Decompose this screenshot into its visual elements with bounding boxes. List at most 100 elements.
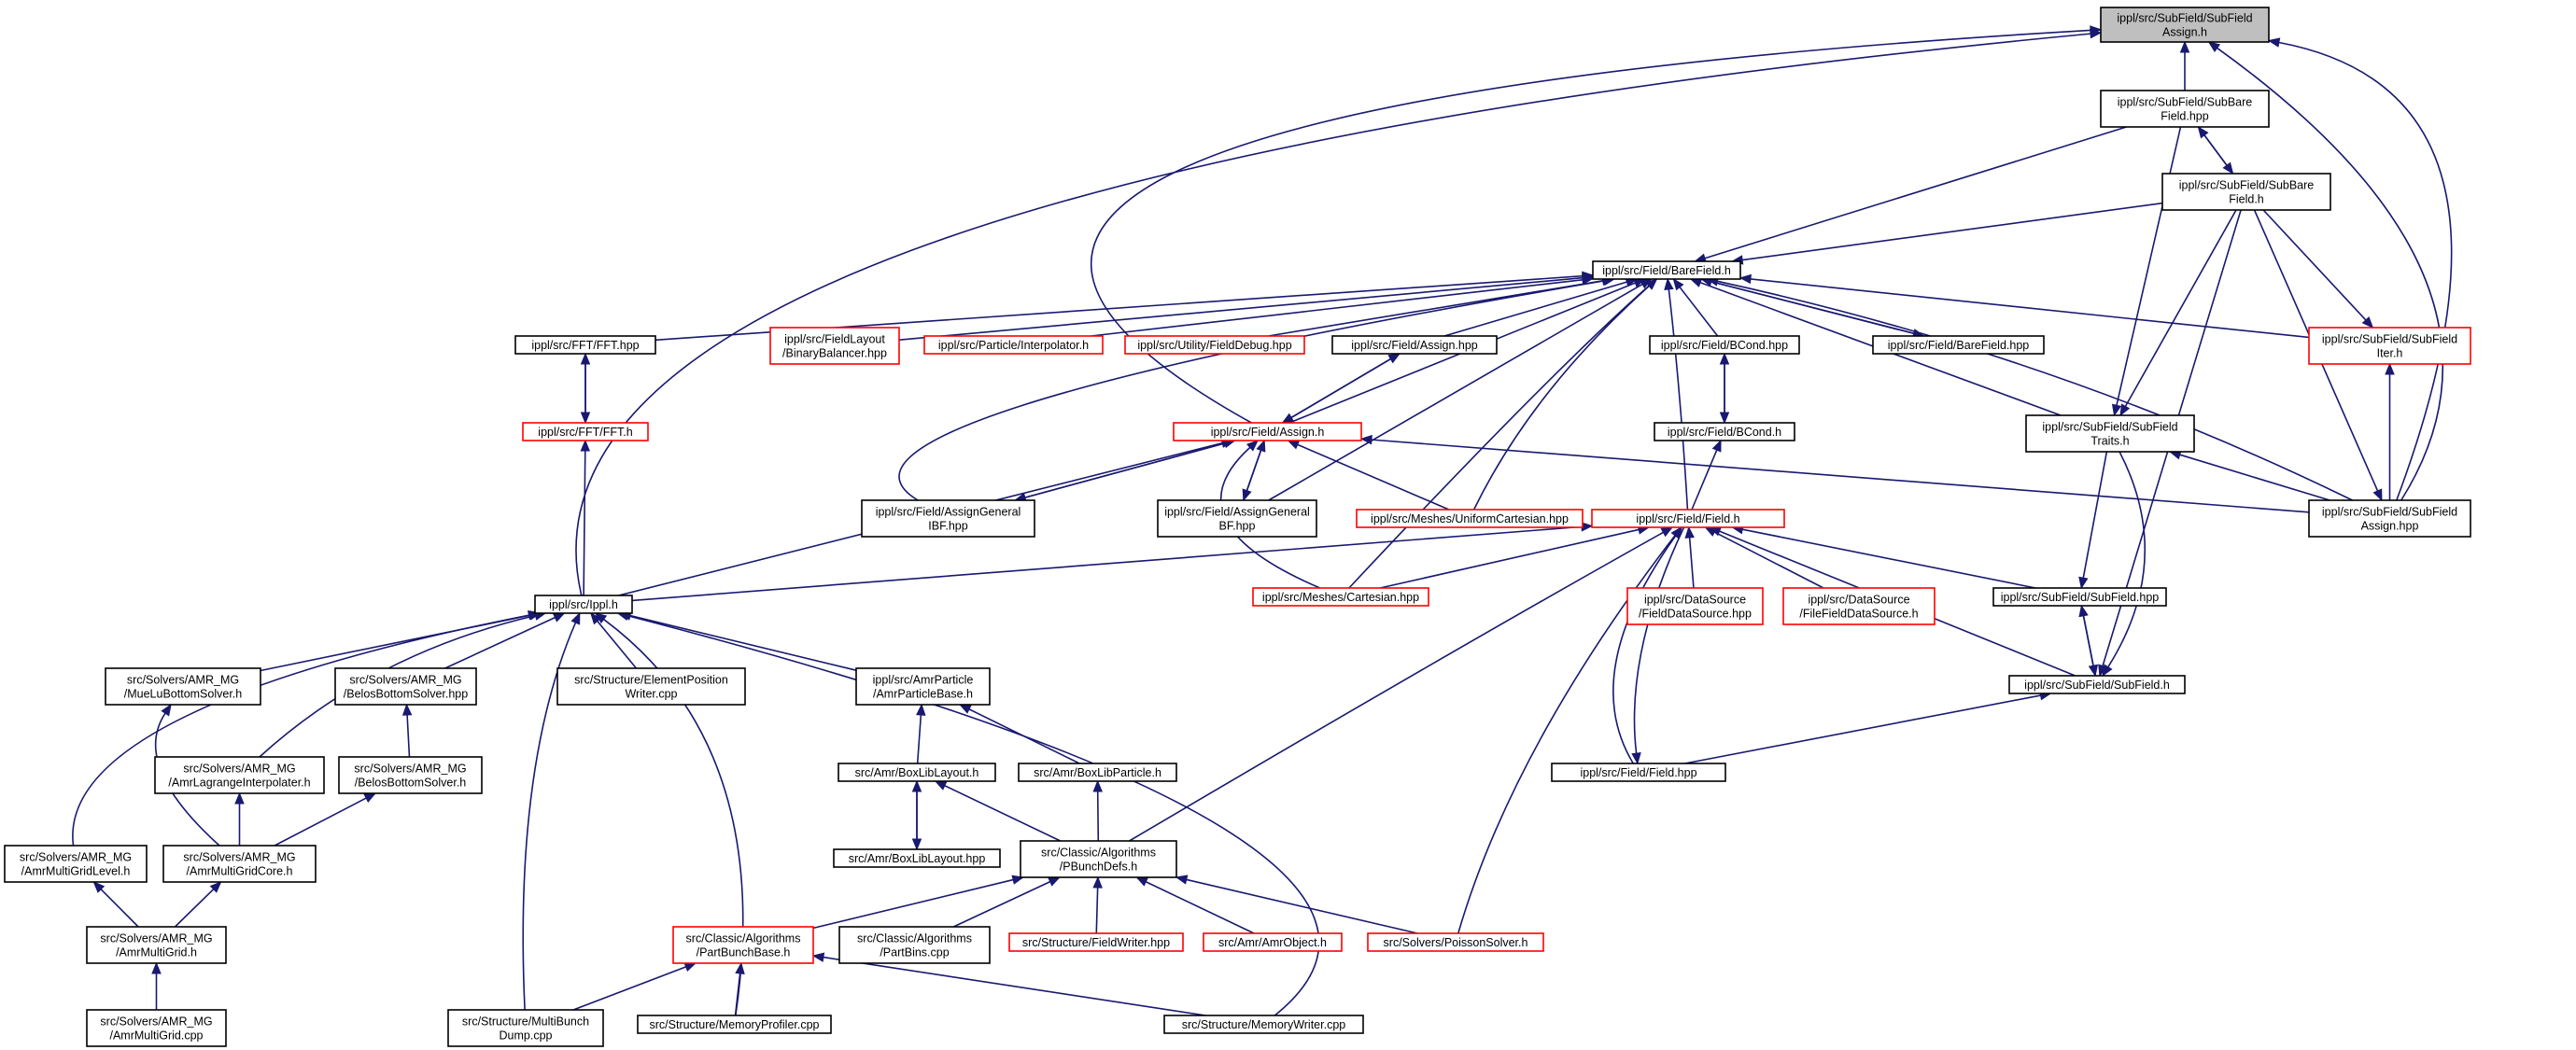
node-fielddebug[interactable]: ippl/src/Utility/FieldDebug.hpp — [1124, 335, 1305, 355]
node-boxlayhpp[interactable]: src/Amr/BoxLibLayout.hpp — [833, 848, 1001, 868]
arrowhead-mgcpp-to-mgh — [151, 961, 162, 974]
node-label: src/Solvers/AMR_MG — [183, 763, 295, 776]
arrowhead-sbfh-to-sfiter — [2361, 316, 2374, 329]
node-label: src/Amr/BoxLibParticle.h — [1034, 766, 1161, 779]
arrowhead-mgcore-to-amrlag — [234, 791, 245, 805]
node-poisson[interactable]: src/Solvers/PoissonSolver.h — [1367, 932, 1544, 952]
edge-ipplh-to-fieldh — [631, 525, 1583, 602]
node-muelu[interactable]: src/Solvers/AMR_MG/MueLuBottomSolver.h — [105, 667, 261, 706]
arrowhead-partbins-to-pbunchdefs — [1048, 876, 1061, 887]
arrowhead-boxpart-to-amrpb — [958, 704, 972, 714]
arrowhead-sfassignhpp-to-root — [2207, 41, 2221, 52]
node-belosh[interactable]: src/Solvers/AMR_MG/BelosBottomSolver.hpp — [334, 667, 477, 706]
node-label: /FieldDataSource.hpp — [1639, 608, 1752, 621]
arrowhead-sbfhpp-to-sftraits — [2111, 403, 2122, 417]
node-assignhpp[interactable]: ippl/src/Field/Assign.hpp — [1331, 335, 1498, 355]
node-mgcpp[interactable]: src/Solvers/AMR_MG/AmrMultiGrid.cpp — [86, 1009, 227, 1047]
node-ipplh[interactable]: ippl/src/Ippl.h — [534, 595, 633, 614]
node-ffth[interactable]: ippl/src/FFT/FFT.h — [522, 422, 649, 441]
node-label: ippl/src/Field/AssignGeneral — [876, 506, 1021, 519]
node-cart[interactable]: ippl/src/Meshes/Cartesian.hpp — [1252, 587, 1429, 607]
edge-mgcore-to-belos — [274, 797, 367, 847]
node-boxlayh[interactable]: src/Amr/BoxLibLayout.h — [838, 763, 996, 782]
edge-sfassignhpp-to-assignh — [1371, 439, 2310, 513]
arrowhead-pbunchdefs-to-boxpart — [1092, 779, 1103, 792]
node-box — [838, 926, 991, 964]
node-amrpb[interactable]: ippl/src/AmrParticle/AmrParticleBase.h — [855, 667, 991, 706]
node-barefieldhpp[interactable]: ippl/src/Field/BareField.hpp — [1872, 335, 2045, 355]
node-memwriter[interactable]: src/Structure/MemoryWriter.cpp — [1163, 1015, 1364, 1034]
node-label: Assign.h — [2162, 26, 2207, 39]
node-memprof[interactable]: src/Structure/MemoryProfiler.cpp — [637, 1015, 832, 1034]
node-pbunchdefs[interactable]: src/Classic/Algorithms/PBunchDefs.h — [1020, 840, 1177, 878]
node-partbins[interactable]: src/Classic/Algorithms/PartBins.cpp — [838, 926, 991, 964]
node-box — [855, 667, 991, 706]
arrowhead-cart-to-barefieldh — [1645, 278, 1658, 290]
node-label: Field.h — [2229, 193, 2264, 206]
node-label: /BinaryBalancer.hpp — [782, 347, 887, 360]
node-mgh[interactable]: src/Solvers/AMR_MG/AmrMultiGrid.h — [86, 926, 227, 964]
edge-sfh-to-sfhpp — [2082, 615, 2096, 677]
node-partbunchbase[interactable]: src/Classic/Algorithms/PartBunchBase.h — [672, 926, 814, 964]
node-fds[interactable]: ippl/src/DataSource/FieldDataSource.hpp — [1626, 587, 1764, 625]
node-mglevel[interactable]: src/Solvers/AMR_MG/AmrMultiGridLevel.h — [4, 845, 148, 883]
edge-bcondhpp-to-barefieldh — [1679, 287, 1719, 337]
node-binbal[interactable]: ippl/src/FieldLayout/BinaryBalancer.hpp — [769, 327, 900, 365]
arrowhead-sbfh-to-sfassignhpp — [2372, 488, 2383, 502]
node-fieldhpp[interactable]: ippl/src/Field/Field.hpp — [1551, 763, 1726, 782]
node-label: ippl/src/SubField/SubField.h — [2024, 679, 2170, 692]
edge-partbunchbase-to-pbunchdefs — [812, 878, 1014, 930]
node-sfhpp[interactable]: ippl/src/SubField/SubField.hpp — [1992, 587, 2167, 607]
node-fieldwriter[interactable]: src/Structure/FieldWriter.hpp — [1008, 932, 1184, 952]
node-box — [1626, 587, 1764, 625]
arrowhead-assignh-to-agbf — [1242, 488, 1252, 502]
arrowhead-belosh-to-ipplh — [552, 612, 566, 623]
node-boxpart[interactable]: src/Amr/BoxLibParticle.h — [1018, 763, 1177, 782]
node-bcondhpp[interactable]: ippl/src/Field/BCond.hpp — [1649, 335, 1800, 355]
node-barefieldh[interactable]: ippl/src/Field/BareField.h — [1592, 260, 1741, 280]
node-label: ippl/src/Meshes/UniformCartesian.hpp — [1371, 512, 1569, 525]
node-fieldh[interactable]: ippl/src/Field/Field.h — [1591, 509, 1785, 528]
node-label: Assign.hpp — [2361, 520, 2419, 533]
edge-assignhpp-to-assignh — [1290, 353, 1401, 419]
node-amrobj[interactable]: src/Amr/AmrObject.h — [1203, 932, 1343, 952]
node-label: /AmrMultiGridLevel.h — [21, 865, 131, 878]
node-sfh[interactable]: ippl/src/SubField/SubField.h — [2008, 675, 2186, 694]
arrowhead-pbunchdefs-to-boxlayh — [934, 780, 948, 791]
node-mgcore[interactable]: src/Solvers/AMR_MG/AmrMultiGridCore.h — [162, 845, 317, 883]
node-ffthpp[interactable]: ippl/src/FFT/FFT.hpp — [514, 335, 656, 355]
node-ffds[interactable]: ippl/src/DataSource/FileFieldDataSource.… — [1782, 587, 1936, 625]
edge-mgh-to-mglevel — [100, 889, 139, 928]
node-box — [1157, 499, 1317, 538]
node-assignh[interactable]: ippl/src/Field/Assign.h — [1173, 422, 1362, 441]
node-box — [923, 335, 1104, 355]
arrowhead-multibunch-to-partbunchbase — [683, 962, 697, 973]
arrowhead-boxlayh-to-boxlayhpp — [911, 838, 922, 851]
node-label: ippl/src/SubField/SubField — [2322, 506, 2457, 519]
edge-cart-to-barefieldh — [1348, 285, 1650, 589]
node-interp[interactable]: ippl/src/Particle/Interpolator.h — [923, 335, 1104, 355]
node-unicart[interactable]: ippl/src/Meshes/UniformCartesian.hpp — [1356, 509, 1584, 528]
node-belos[interactable]: src/Solvers/AMR_MG/BelosBottomSolver.h — [338, 756, 483, 794]
node-amrlag[interactable]: src/Solvers/AMR_MG/AmrLagrangeInterpolat… — [154, 756, 325, 794]
node-label: src/Solvers/AMR_MG — [20, 851, 132, 864]
node-box — [1591, 509, 1785, 528]
edge-multibunch-to-partbunchbase — [572, 966, 686, 1011]
node-label: ippl/src/SubField/SubField — [2322, 333, 2457, 346]
node-label: ippl/src/Field/Field.h — [1636, 512, 1739, 525]
node-bcondh[interactable]: ippl/src/Field/BCond.h — [1654, 422, 1795, 441]
node-label: src/Solvers/PoissonSolver.h — [1384, 936, 1528, 949]
arrowhead-fds-to-fieldh — [1684, 525, 1695, 539]
node-box — [1356, 509, 1584, 528]
